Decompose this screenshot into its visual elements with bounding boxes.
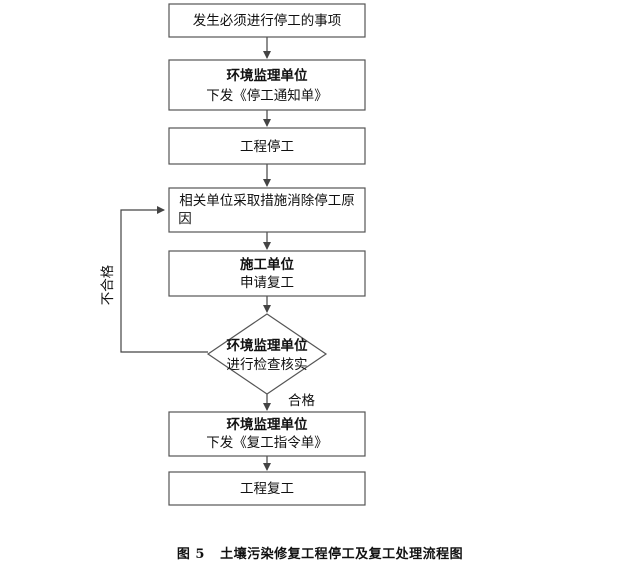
node-stop-notice-line-1: 环境监理单位 — [227, 67, 308, 84]
node-stop: 工程停工 — [168, 127, 366, 165]
node-event-label: 发生必须进行停工的事项 — [193, 12, 342, 29]
node-apply-line-1: 施工单位 — [240, 256, 294, 273]
node-inspect-line-1: 环境监理单位 — [227, 337, 308, 354]
node-stop-notice-box — [168, 59, 366, 111]
node-resume: 工程复工 — [168, 471, 366, 506]
node-eliminate: 相关单位采取措施消除停工原 因 — [168, 187, 366, 233]
node-resume-box — [168, 471, 366, 506]
node-resume-label: 工程复工 — [240, 480, 294, 497]
node-eliminate-line-2: 因 — [178, 211, 192, 227]
node-inspect-line-2: 进行检查核实 — [227, 357, 308, 373]
node-stop-box — [168, 127, 366, 165]
node-resume-notice-box — [168, 411, 366, 457]
node-resume-notice-line-1: 环境监理单位 — [227, 416, 308, 433]
figure-number: 图 5 — [176, 547, 205, 562]
node-inspect: 环境监理单位 进行检查核实 — [206, 313, 328, 395]
node-inspect-diamond — [206, 313, 328, 395]
connector-fail-loop — [120, 206, 208, 353]
node-resume-notice: 环境监理单位 下发《复工指令单》 — [168, 411, 366, 457]
node-apply-line-2: 申请复工 — [240, 274, 294, 291]
edge-label-fail: 不合格 — [100, 264, 116, 305]
node-event-box — [168, 3, 366, 38]
node-stop-label: 工程停工 — [240, 138, 294, 155]
figure-caption: 图 5 土壤污染修复工程停工及复工处理流程图 — [0, 543, 640, 562]
figure-title: 土壤污染修复工程停工及复工处理流程图 — [220, 547, 464, 562]
node-stop-notice: 环境监理单位 下发《停工通知单》 — [168, 59, 366, 111]
node-event: 发生必须进行停工的事项 — [168, 3, 366, 38]
node-resume-notice-line-2: 下发《复工指令单》 — [206, 434, 328, 451]
node-apply-box — [168, 250, 366, 297]
node-stop-notice-line-2: 下发《停工通知单》 — [206, 87, 328, 104]
node-eliminate-box — [168, 187, 366, 233]
node-eliminate-line-1: 相关单位采取措施消除停工原 — [179, 192, 355, 209]
node-apply: 施工单位 申请复工 — [168, 250, 366, 297]
edge-label-pass: 合格 — [288, 393, 315, 409]
